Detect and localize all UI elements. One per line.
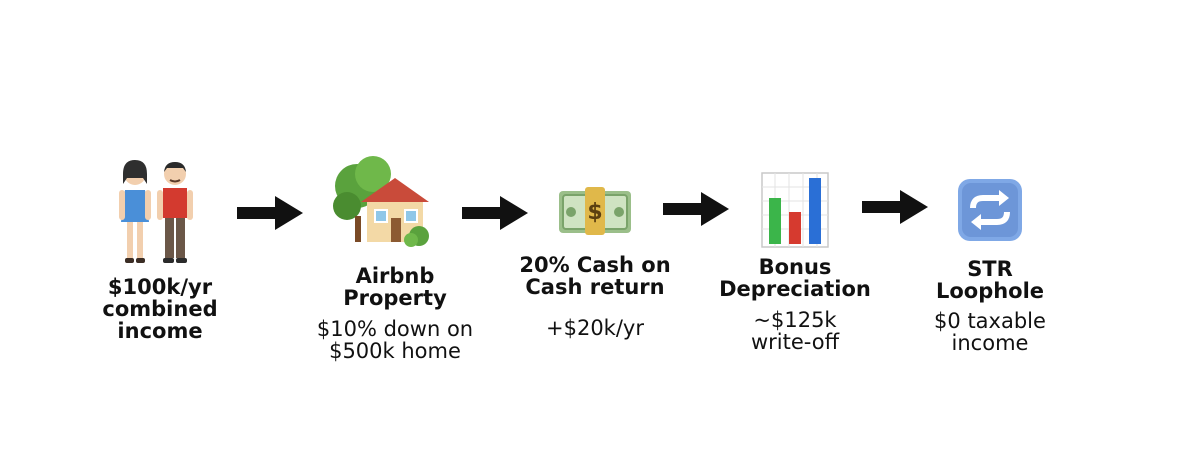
step-description: $10% down on $500k home	[316, 317, 474, 363]
house-icon	[333, 156, 429, 247]
repeat-icon	[958, 179, 1022, 241]
step-income: $100k/yr combined income	[60, 150, 260, 350]
step-description: $0 taxable income	[934, 309, 1046, 355]
arrow-right-icon	[663, 192, 729, 226]
couple-icon	[119, 160, 193, 263]
step-cash-return: $ 20% Cash on Cash return +$20k/yr	[495, 150, 695, 350]
step-title: Bonus Depreciation	[719, 255, 871, 301]
arrow-right-icon	[237, 196, 303, 230]
money-icon: $	[559, 187, 631, 235]
step-title: $100k/yr combined income	[102, 275, 218, 343]
step-airbnb-property: Airbnb Property $10% down on $500k home	[295, 150, 495, 370]
arrow-right-icon	[862, 190, 928, 224]
step-description: ~$125k write-off	[750, 308, 840, 354]
step-title: 20% Cash on Cash return	[519, 253, 671, 299]
step-title: Airbnb Property	[343, 264, 447, 310]
arrow-right-icon	[462, 196, 528, 230]
step-bonus-depreciation: Bonus Depreciation ~$125k write-off	[695, 150, 895, 360]
step-description: +$20k/yr	[546, 316, 644, 340]
svg-text:$: $	[587, 200, 602, 225]
step-title: STR Loophole	[935, 257, 1045, 303]
step-str-loophole: STR Loophole $0 taxable income	[890, 150, 1090, 360]
bar-chart-icon	[761, 172, 829, 248]
